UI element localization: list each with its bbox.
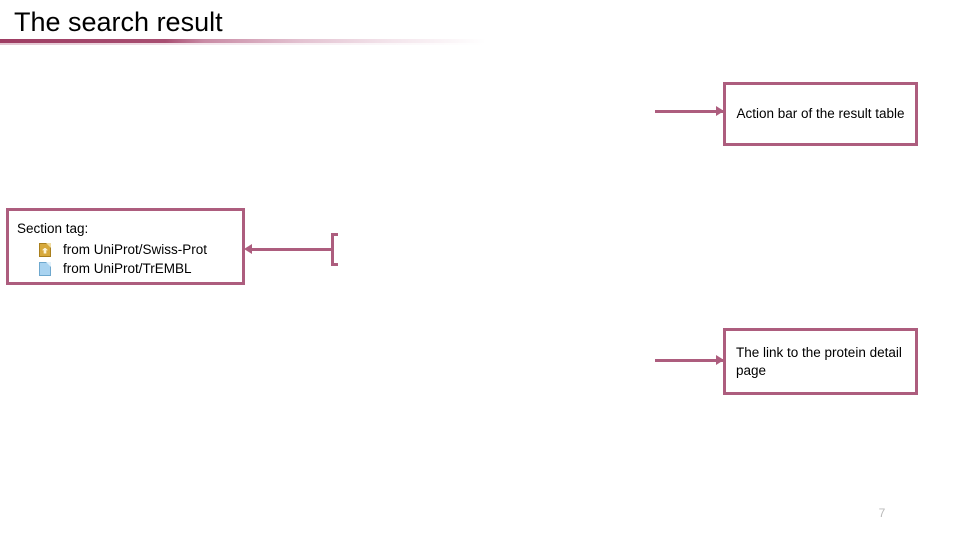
connector-line-action-bar [655,110,725,113]
trembl-document-icon [39,261,51,276]
page-title: The search result [14,7,223,37]
section-tag-row-swissprot: from UniProt/Swiss-Prot [39,240,234,259]
callout-link-detail-text: The link to the protein detail page [736,344,902,378]
title-underline-rule [0,39,486,43]
connector-line-link-detail [655,359,725,362]
page-number: 7 [878,506,886,520]
section-tag-label-trembl: from UniProt/TrEMBL [63,260,192,276]
callout-link-detail: The link to the protein detail page [723,328,918,395]
swissprot-document-icon [39,242,51,257]
connector-bracket-vertical [331,233,334,266]
title-underline-shadow [0,43,486,45]
callout-action-bar: Action bar of the result table [723,82,918,146]
arrow-head-icon-link-detail [716,355,724,365]
section-tag-row-trembl: from UniProt/TrEMBL [39,259,234,278]
connector-line-section-tag [252,248,334,251]
callout-action-bar-text: Action bar of the result table [736,106,905,121]
arrow-head-icon-action-bar [716,106,724,116]
arrow-head-icon-section-tag [244,244,252,254]
callout-section-tag: Section tag: from UniProt/Swiss-Prot fro… [6,208,245,285]
connector-bracket-bottom-stub [331,263,338,266]
section-tag-heading: Section tag: [17,221,89,236]
connector-bracket-top-stub [331,233,338,236]
section-tag-label-swissprot: from UniProt/Swiss-Prot [63,241,208,257]
section-tag-content: Section tag: from UniProt/Swiss-Prot fro… [9,211,242,278]
